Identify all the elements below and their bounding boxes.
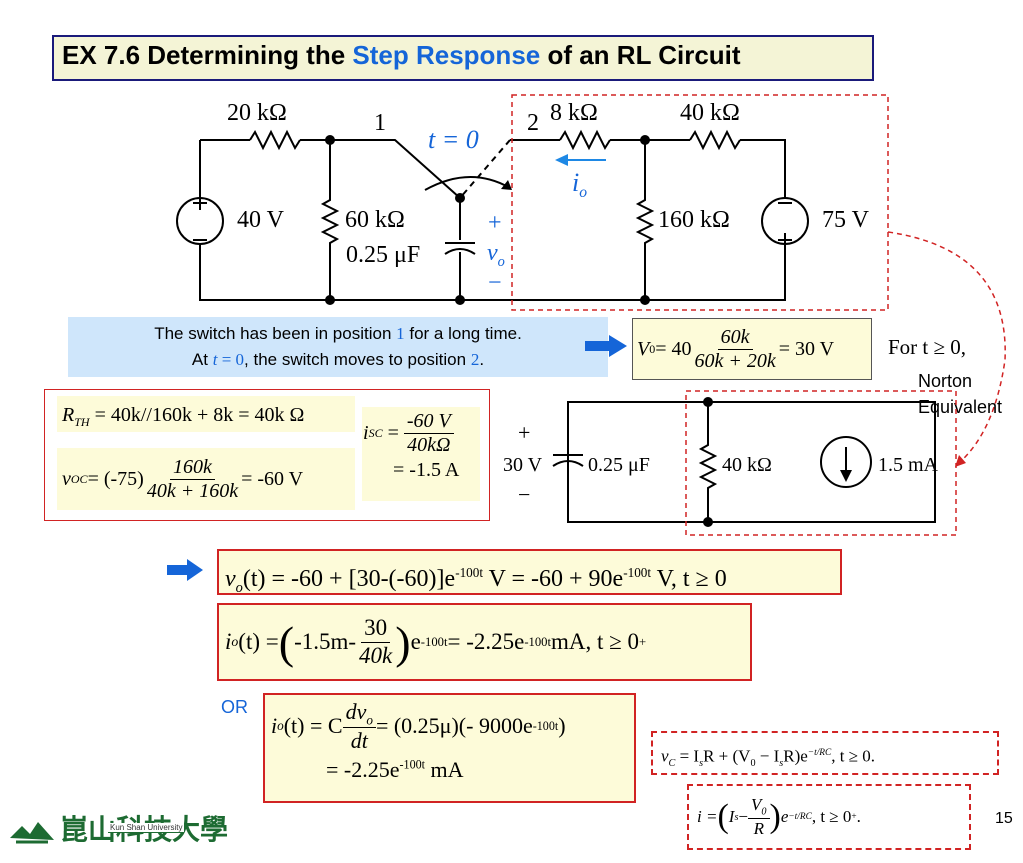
slide-title: EX 7.6 Determining the Step Response of …: [62, 40, 741, 70]
norton-cap: 0.25 μF: [588, 454, 650, 476]
label-40v: 40 V: [237, 207, 284, 233]
formula-vc: vC = IsR + (V0 − IsR)e−t/RC, t ≥ 0.: [651, 731, 999, 775]
label-io: io: [572, 168, 588, 202]
label-60k: 60 kΩ: [345, 207, 405, 233]
label-vo: vo: [487, 240, 505, 270]
norton-40k: 40 kΩ: [722, 454, 772, 476]
label-75v: 75 V: [822, 207, 869, 233]
arrow-right-icon: [167, 559, 203, 581]
title-box: [52, 35, 874, 81]
label-160k: 160 kΩ: [658, 207, 730, 233]
arrow-right-icon: [585, 335, 627, 357]
for-t-label: For t ≥ 0,: [888, 335, 967, 359]
label-pos1: 1: [374, 110, 386, 136]
university-logo-icon: [10, 822, 54, 844]
norton-1p5ma: 1.5 mA: [878, 454, 938, 476]
label-pos2: 2: [527, 110, 539, 136]
switch-note: The switch has been in position 1 for a …: [68, 317, 608, 377]
label-minus: −: [488, 270, 502, 296]
rth-equation: RTH = 40k//160k + 8k = 40k Ω: [57, 396, 355, 432]
label-8k: 8 kΩ: [550, 100, 598, 126]
norton-30v: 30 V: [503, 454, 543, 476]
label-plus: +: [488, 210, 502, 236]
title-highlight: Step Response: [352, 40, 541, 70]
label-switch-time: t = 0: [428, 125, 479, 154]
norton-minus: −: [518, 482, 531, 507]
label-20k: 20 kΩ: [227, 100, 287, 126]
label-40k: 40 kΩ: [680, 100, 740, 126]
label-cap: 0.25 μF: [346, 242, 421, 268]
page-number: 15: [995, 810, 1013, 827]
or-label: OR: [221, 697, 248, 717]
logo-en-text: Kun Shan University: [108, 823, 185, 833]
thevenin-box: [44, 389, 490, 521]
vo-equation: vo(t) = -60 + [30-(-60)]e-100t V = -60 +…: [217, 549, 842, 596]
norton-plus: +: [518, 420, 531, 445]
